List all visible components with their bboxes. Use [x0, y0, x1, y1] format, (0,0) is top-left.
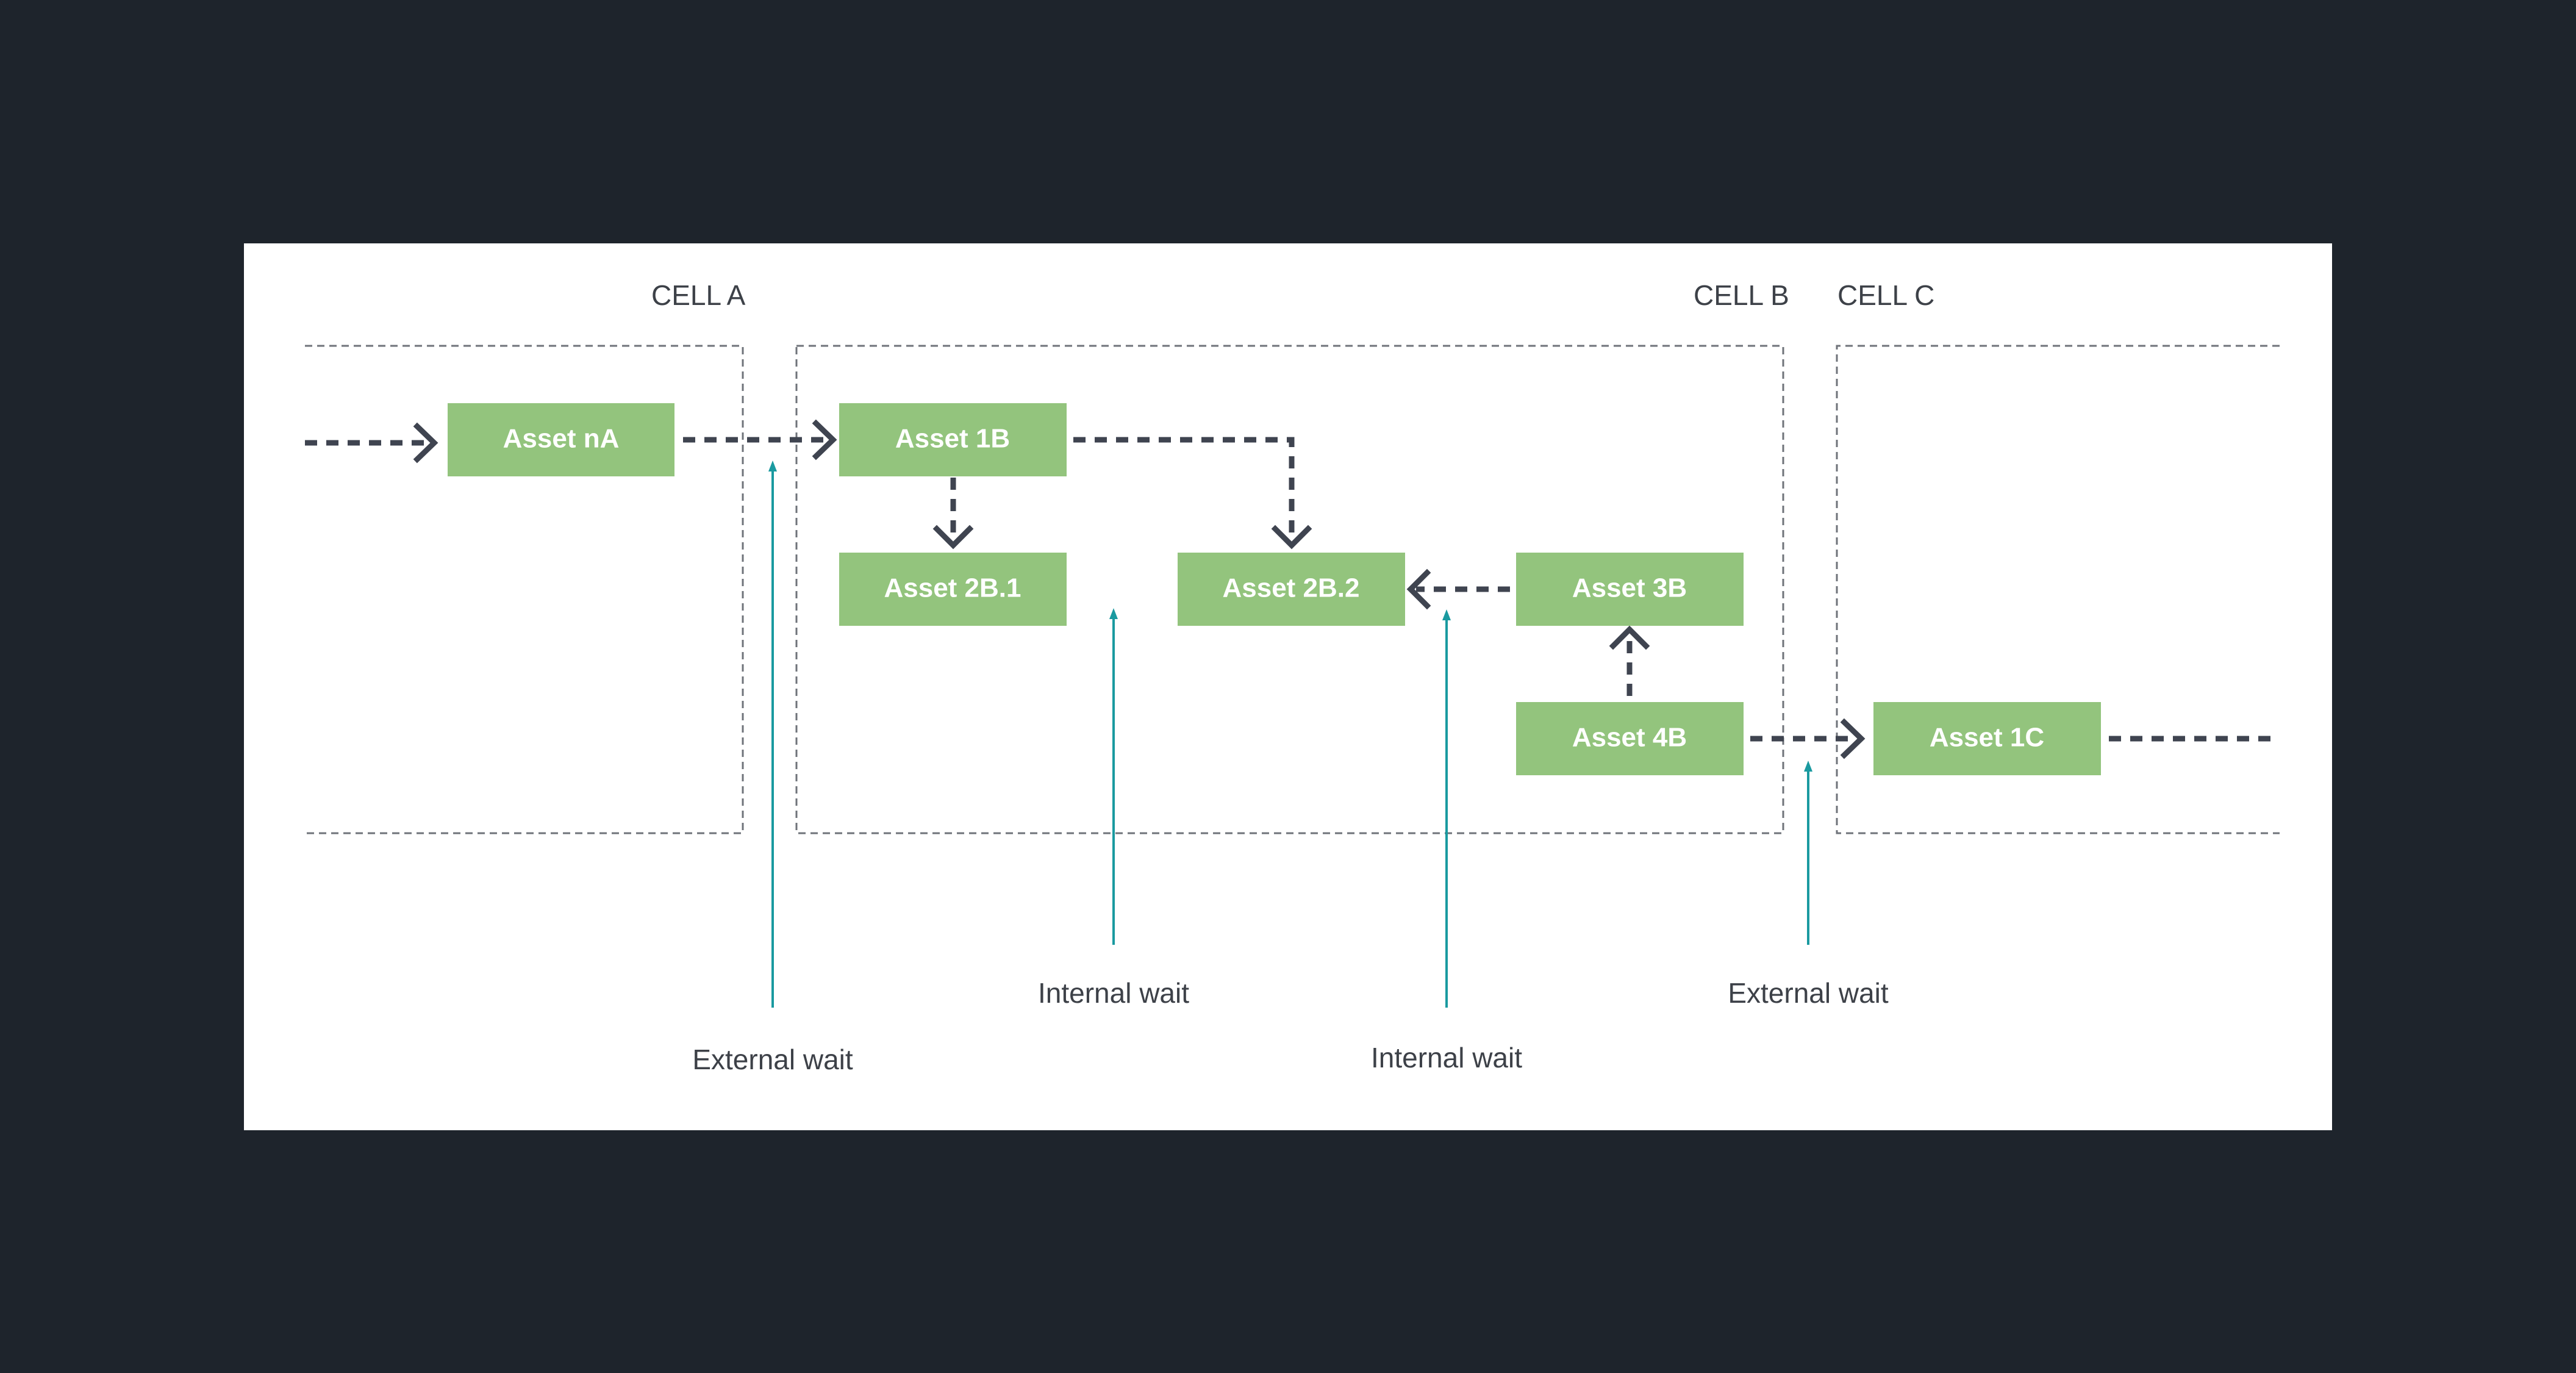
external-wait-label-2: External wait — [1728, 977, 1889, 1009]
cell-b-boundary — [795, 345, 1784, 834]
asset-nA-label: Asset nA — [503, 424, 620, 454]
internal-wait-label-1: Internal wait — [1038, 977, 1189, 1009]
internal-wait-arrow-2 — [1442, 609, 1451, 1008]
cell-c-boundary — [1836, 345, 2280, 834]
flow-nA-to-1B — [683, 419, 837, 461]
asset-1B-label: Asset 1B — [895, 424, 1010, 454]
asset-2B1-label: Asset 2B.1 — [884, 573, 1021, 603]
flow-1B-to-2B1 — [932, 478, 974, 550]
asset-flow-diagram: CELL A CELL B CELL C Asset nA — [305, 279, 2280, 1075]
asset-1C[interactable]: Asset 1C — [1873, 702, 2101, 775]
asset-2B2[interactable]: Asset 2B.2 — [1178, 553, 1405, 626]
flow-1B-to-2B2 — [1073, 437, 1312, 550]
asset-2B1[interactable]: Asset 2B.1 — [839, 553, 1067, 626]
asset-2B2-label: Asset 2B.2 — [1222, 573, 1359, 603]
internal-wait-arrow-1 — [1109, 608, 1118, 945]
flow-4B-to-3B — [1609, 625, 1650, 696]
flow-4B-to-1C — [1750, 718, 1866, 759]
flow-3B-to-2B2 — [1406, 568, 1510, 610]
flow-incoming-to-nA — [305, 422, 438, 464]
internal-wait-label-2: Internal wait — [1371, 1042, 1522, 1074]
asset-1C-label: Asset 1C — [1930, 723, 2044, 753]
asset-4B[interactable]: Asset 4B — [1516, 702, 1744, 775]
diagram-canvas: CELL A CELL B CELL C Asset nA — [244, 243, 2332, 1130]
external-wait-arrow-2 — [1804, 761, 1812, 945]
asset-3B[interactable]: Asset 3B — [1516, 553, 1744, 626]
cell-b-label: CELL B — [1694, 279, 1789, 311]
asset-nA[interactable]: Asset nA — [448, 403, 674, 476]
asset-4B-label: Asset 4B — [1572, 723, 1687, 753]
cell-a-label: CELL A — [651, 279, 746, 311]
external-wait-label-1: External wait — [692, 1044, 853, 1075]
asset-3B-label: Asset 3B — [1572, 573, 1687, 603]
external-wait-arrow-1 — [768, 461, 777, 1008]
asset-1B[interactable]: Asset 1B — [839, 403, 1067, 476]
cell-c-label: CELL C — [1837, 279, 1934, 311]
